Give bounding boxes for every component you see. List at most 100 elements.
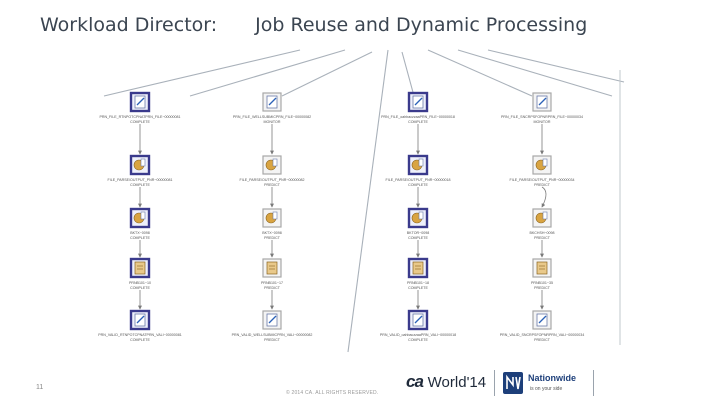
job-node-label: FILE_PARSE/OUTPUT_PNR~00000034 bbox=[510, 178, 575, 182]
job-node-status: MONITOR bbox=[534, 120, 551, 124]
job-node-label: PRNB101~17 bbox=[261, 281, 283, 285]
job-node-status: PREDICT bbox=[534, 286, 551, 290]
fan-connector-line bbox=[103, 49, 301, 97]
job-node-status: PREDICT bbox=[264, 286, 281, 290]
job-node-status: COMPLETE bbox=[130, 236, 150, 240]
job-node-label: PRN_FILE_RTNPOTCPNATPRN_FILE~00000081 bbox=[99, 115, 180, 119]
nationwide-wordmark: Nationwide bbox=[528, 373, 577, 383]
file-watcher-icon bbox=[412, 313, 424, 327]
job-node-status: COMPLETE bbox=[408, 338, 428, 342]
job-node[interactable]: PRN_FILE_WELLSUBMICPRN_FILE~00000082MONI… bbox=[233, 92, 311, 124]
job-node-label: PRN_FILE_WELLSUBMICPRN_FILE~00000082 bbox=[233, 115, 311, 119]
job-node-label: PRN_VALID_SNCRPSFOPNRPRN_VALI~00000034 bbox=[500, 333, 584, 337]
fan-connector-line bbox=[487, 49, 625, 83]
job-node-status: COMPLETE bbox=[408, 183, 428, 187]
job-node-label: FILE_PARSE/OUTPUT_PNR~00000082 bbox=[240, 178, 305, 182]
nationwide-tagline: is on your side bbox=[530, 386, 563, 392]
file-watcher-icon bbox=[412, 95, 424, 109]
file-watcher-icon bbox=[536, 313, 548, 327]
job-node-status: COMPLETE bbox=[408, 120, 428, 124]
file-watcher-icon bbox=[266, 95, 278, 109]
job-node-status: PREDICT bbox=[534, 183, 551, 187]
job-node-label: PRN_FILE_SNCRPSFOPNRPRN_FILE~00000034 bbox=[501, 115, 583, 119]
job-node-status: PREDICT bbox=[534, 338, 551, 342]
job-node[interactable]: PRN_VALID_oahbaczzaaPRN_VALI~00000018COM… bbox=[380, 309, 456, 342]
ca-world-logo: ca World'14 bbox=[406, 372, 487, 391]
batch-job-icon bbox=[536, 261, 548, 275]
job-node[interactable]: PRN_FILE_RTNPOTCPNATPRN_FILE~00000081COM… bbox=[99, 91, 181, 124]
job-node-label: FILE_PARSE/OUTPUT_PNR~00000018 bbox=[386, 178, 451, 182]
file-watcher-icon bbox=[134, 313, 146, 327]
file-watcher-icon bbox=[134, 95, 146, 109]
batch-job-icon bbox=[266, 261, 278, 275]
job-node-label: PRNB101~35 bbox=[531, 281, 553, 285]
job-node[interactable]: PRN_VALID_RTNPOTCPNATPRN_VALI~00000081CO… bbox=[98, 309, 182, 342]
batch-job-icon bbox=[412, 261, 424, 275]
job-node[interactable]: PRN_VALID_SNCRPSFOPNRPRN_VALI~00000034PR… bbox=[500, 310, 584, 342]
logo-divider bbox=[494, 370, 495, 396]
file-watcher-icon bbox=[266, 313, 278, 327]
batch-job-icon bbox=[134, 261, 146, 275]
job-node-status: COMPLETE bbox=[130, 120, 150, 124]
job-node-status: PREDICT bbox=[264, 183, 281, 187]
job-node-status: COMPLETE bbox=[130, 338, 150, 342]
job-node-label: PRNB101~18 bbox=[407, 281, 429, 285]
job-node[interactable]: PRN_VALID_WELLSUBMICPRN_VALI~00000082PRE… bbox=[232, 310, 313, 342]
parse-job-icon bbox=[265, 158, 278, 171]
slide-title: Workload Director: Job Reuse and Dynamic … bbox=[40, 14, 587, 36]
job-node-label: FILE_PARSE/OUTPUT_PNR~00000081 bbox=[108, 178, 173, 182]
job-node-status: COMPLETE bbox=[130, 183, 150, 187]
copyright-notice: © 2014 CA. ALL RIGHTS RESERVED. bbox=[286, 390, 379, 396]
parse-job-icon bbox=[411, 211, 424, 224]
nationwide-eagle-icon bbox=[503, 372, 523, 394]
file-watcher-icon bbox=[536, 95, 548, 109]
slide-number: 11 bbox=[36, 384, 44, 391]
job-node-label: PRN_FILE_oahbaczzaaPRN_FILE~00000018 bbox=[381, 115, 455, 119]
job-node-label: PRNB101~10 bbox=[129, 281, 151, 285]
dependency-arrow bbox=[541, 186, 547, 208]
job-node-label: PRN_VALID_RTNPOTCPNATPRN_VALI~00000081 bbox=[98, 333, 182, 337]
job-node-status: PREDICT bbox=[264, 338, 281, 342]
logo-divider-right bbox=[593, 370, 594, 396]
parse-job-icon bbox=[265, 211, 278, 224]
fan-connector-line bbox=[427, 49, 533, 97]
job-node-label: BKTX~0098 bbox=[262, 231, 281, 235]
job-node-status: COMPLETE bbox=[408, 236, 428, 240]
fan-connector-line bbox=[401, 51, 415, 97]
job-node-status: COMPLETE bbox=[408, 286, 428, 290]
job-node[interactable]: PRN_FILE_SNCRPSFOPNRPRN_FILE~00000034MON… bbox=[501, 92, 583, 124]
job-node-status: PREDICT bbox=[534, 236, 551, 240]
job-node-label: BKTX~0098 bbox=[130, 231, 149, 235]
parse-job-icon bbox=[535, 211, 548, 224]
job-node-label: BKTOR~0098 bbox=[407, 231, 429, 235]
parse-job-icon bbox=[133, 158, 146, 171]
job-node[interactable]: PRN_FILE_oahbaczzaaPRN_FILE~00000018COMP… bbox=[381, 91, 455, 124]
job-node-status: MONITOR bbox=[264, 120, 281, 124]
fan-connector-line bbox=[281, 51, 373, 97]
parse-job-icon bbox=[535, 158, 548, 171]
fan-connector-line bbox=[347, 49, 389, 353]
job-node-label: PRN_VALID_oahbaczzaaPRN_VALI~00000018 bbox=[380, 333, 456, 337]
job-node-label: PRN_VALID_WELLSUBMICPRN_VALI~00000082 bbox=[232, 333, 313, 337]
parse-job-icon bbox=[411, 158, 424, 171]
fan-connector-line bbox=[457, 49, 613, 97]
job-node-status: COMPLETE bbox=[130, 286, 150, 290]
job-node-label: BKCHSH~0098 bbox=[529, 231, 554, 235]
job-node-status: PREDICT bbox=[264, 236, 281, 240]
slide-title-right: Job Reuse and Dynamic Processing bbox=[255, 14, 588, 36]
parse-job-icon bbox=[133, 211, 146, 224]
slide-title-left: Workload Director: bbox=[40, 14, 218, 36]
